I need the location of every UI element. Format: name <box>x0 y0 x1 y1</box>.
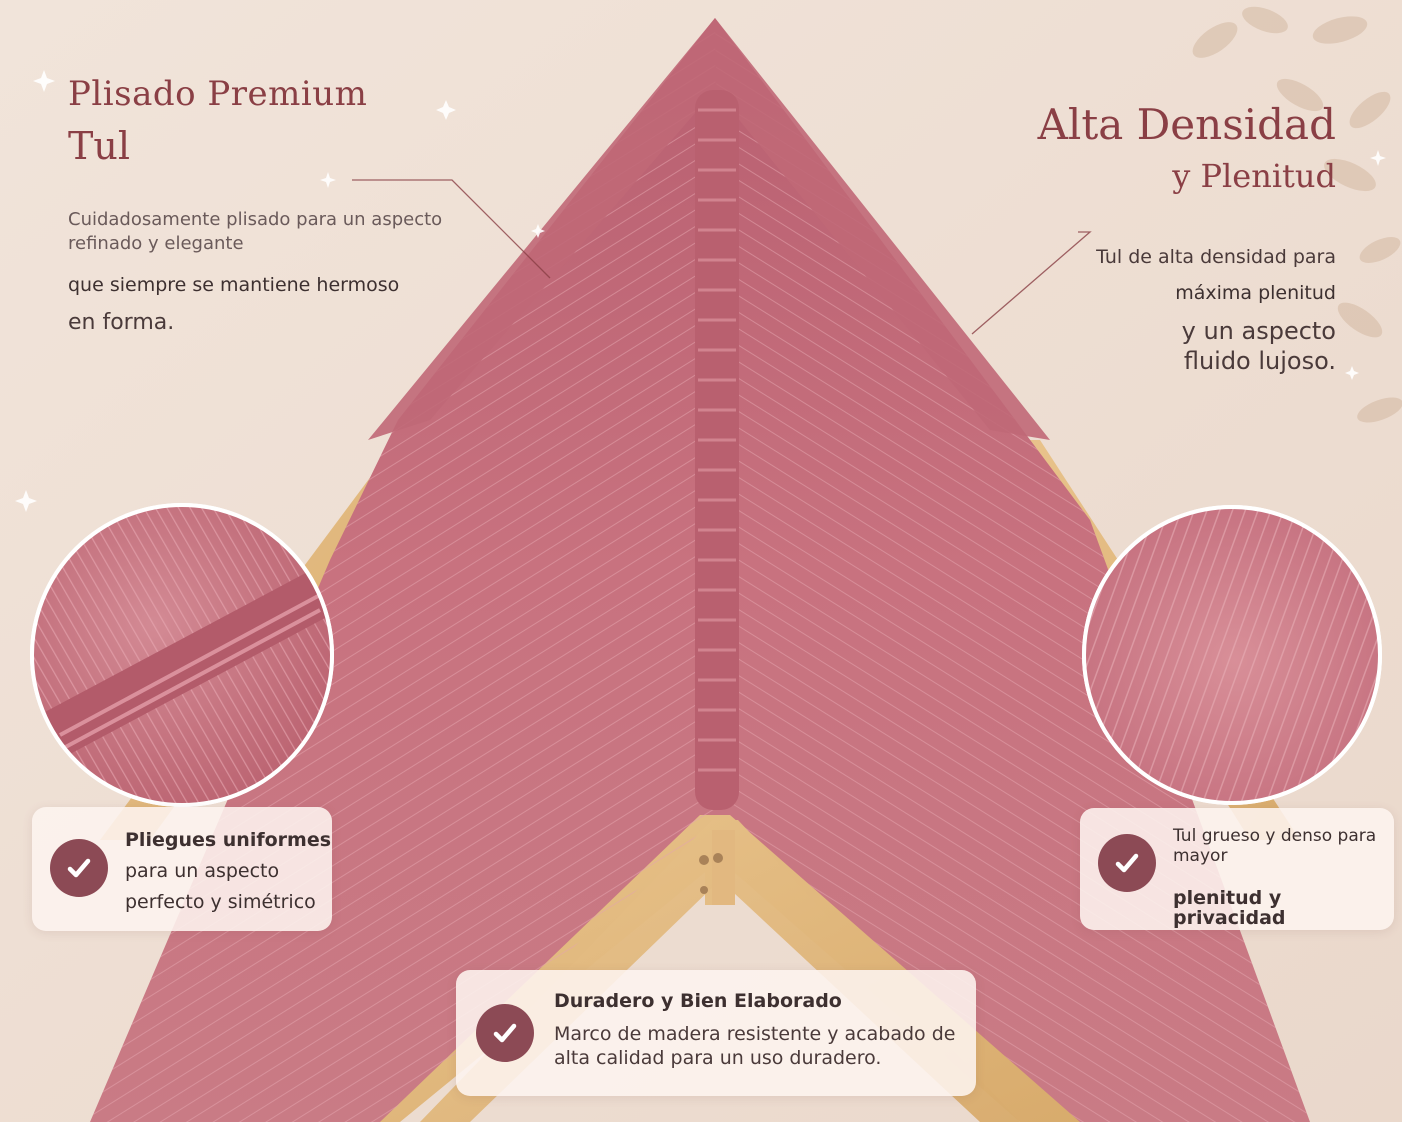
left-feature-title-line1: Plisado Premium <box>68 74 368 114</box>
density-card-line2: mayor <box>1173 846 1228 866</box>
durable-card-line1: Marco de madera resistente y acabado de <box>554 1023 956 1045</box>
durable-card-line2: alta calidad para un uso duradero. <box>554 1047 882 1069</box>
check-icon <box>1098 834 1156 892</box>
left-desc-line1: Cuidadosamente plisado para un aspecto <box>68 209 443 230</box>
density-card-line3: plenitud y privacidad <box>1173 887 1286 929</box>
left-feature-title-line2: Tul <box>68 124 130 168</box>
right-feature-heading: Alta Densidad y Plenitud <box>1038 100 1336 195</box>
durable-feature-card: Duradero y Bien Elaborado Marco de mader… <box>456 970 976 1096</box>
durable-card-title: Duradero y Bien Elaborado <box>554 990 842 1012</box>
sparkle-icon <box>15 70 1386 512</box>
right-desc-line2: máxima plenitud <box>1175 282 1336 304</box>
leaf-icon <box>1192 6 1402 423</box>
left-desc-line3: que siempre se mantiene hermoso <box>68 274 400 296</box>
left-feature-description: Cuidadosamente plisado para un aspecto r… <box>68 208 488 335</box>
left-feature-heading: Plisado Premium Tul <box>68 74 367 168</box>
right-feature-description: Tul de alta densidad para máxima plenitu… <box>1096 246 1336 376</box>
pleats-card-line1: Pliegues uniformes <box>125 829 332 851</box>
right-feature-title-line1: Alta Densidad <box>1037 100 1336 149</box>
left-desc-line4: en forma. <box>68 310 175 335</box>
durable-card-description: Marco de madera resistente y acabado de … <box>554 1022 964 1070</box>
density-feature-card: Tul grueso y denso para mayor plenitud y… <box>1080 808 1394 930</box>
pleats-feature-card: Pliegues uniformes para un aspecto perfe… <box>32 807 332 931</box>
pleats-closeup-image <box>30 503 334 807</box>
density-closeup-image <box>1082 505 1382 805</box>
right-feature-title-line2: y Plenitud <box>1172 157 1336 195</box>
right-desc-line1: Tul de alta densidad para <box>1096 246 1336 268</box>
right-desc-line4: fluido lujoso. <box>1183 347 1336 375</box>
density-card-line1: Tul grueso y denso para <box>1173 826 1377 846</box>
pleats-card-line3: perfecto y simétrico <box>125 891 316 913</box>
check-icon <box>50 839 108 897</box>
check-icon <box>476 1004 534 1062</box>
pleats-card-line2: para un aspecto <box>125 860 280 882</box>
right-desc-line3: y un aspecto <box>1181 317 1336 345</box>
left-desc-line2: refinado y elegante <box>68 233 244 254</box>
